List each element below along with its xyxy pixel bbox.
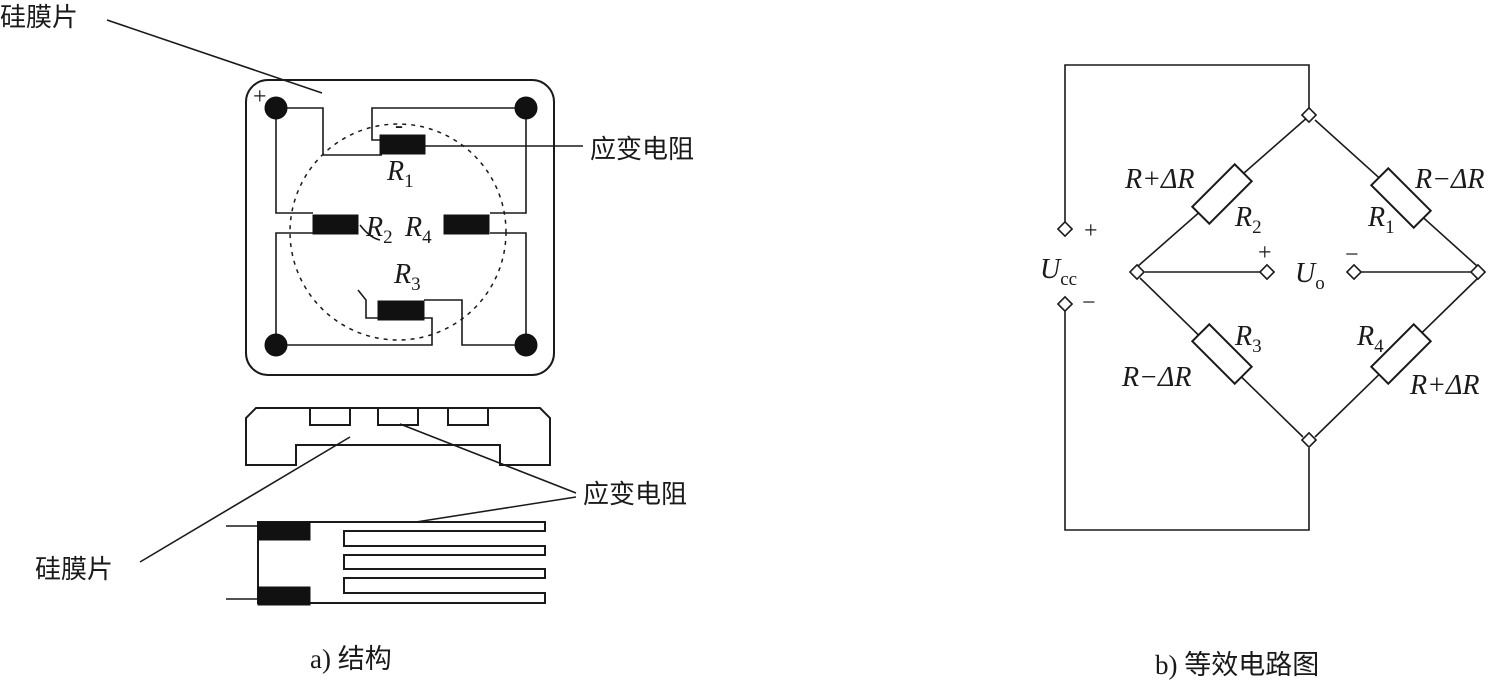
resistor-r4 — [1369, 322, 1433, 386]
pad-top-right — [514, 96, 538, 120]
output-minus-sign: − — [1345, 242, 1359, 268]
section-gauge-1 — [309, 407, 351, 426]
gauge-tab-bottom — [257, 586, 311, 606]
arm-label-top-left: R+ΔR — [1124, 164, 1195, 195]
leader-silicon-top — [106, 19, 323, 94]
trace-r2-top — [275, 108, 313, 214]
label-r4: R4 — [404, 212, 432, 248]
gauge-r4 — [443, 214, 490, 235]
pad-bottom-right — [514, 333, 538, 357]
supply-minus-sign: − — [1082, 290, 1096, 316]
bridge-circuit: R+ΔR R−ΔR R−ΔR R+ΔR R2 R1 R3 R4 + − Ucc … — [1040, 64, 1487, 531]
terminal-output-plus — [1258, 263, 1276, 281]
output-plus-sign: + — [1258, 240, 1272, 266]
diaphragm-cross-section — [245, 407, 551, 466]
wire-supply-bottom — [1064, 311, 1310, 531]
arm-label-bottom-left: R−ΔR — [1121, 362, 1192, 393]
section-gauge-2 — [377, 407, 419, 426]
resistor-r1 — [1369, 166, 1433, 230]
minus-mark: - — [395, 113, 403, 139]
label-r3: R3 — [393, 259, 421, 295]
caption-circuit: b) 等效电路图 — [1155, 650, 1319, 680]
node-top — [1300, 106, 1318, 124]
arm-label-top-right: R−ΔR — [1414, 164, 1485, 195]
section-body — [245, 407, 551, 466]
section-gauge-3 — [447, 407, 489, 426]
label-silicon-bottom: 硅膜片 — [35, 555, 113, 585]
label-silicon-top: 硅膜片 — [0, 3, 78, 33]
diaphragm-outline — [245, 79, 555, 376]
trace-r3-tail — [357, 289, 378, 319]
terminal-output-minus — [1345, 263, 1363, 281]
silicon-diaphragm-top-view: + - R1 R2 R4 R3 — [245, 79, 555, 376]
label-r2: R2 — [365, 212, 393, 248]
arm-label-bottom-right: R+ΔR — [1409, 370, 1480, 401]
wire-supply-top — [1064, 64, 1310, 222]
trace-r3-right — [424, 299, 526, 346]
label-circuit-r4: R4 — [1356, 321, 1384, 357]
trace-r4-top — [490, 108, 527, 214]
resistor-r3 — [1190, 322, 1254, 386]
pad-bottom-left — [264, 333, 288, 357]
leader-silicon-bottom — [139, 436, 351, 563]
gauge-r3 — [377, 300, 425, 321]
supply-plus-sign: + — [1084, 218, 1098, 244]
trace-r3-left — [276, 317, 433, 346]
gauge-r2 — [312, 214, 359, 235]
label-circuit-r2: R2 — [1234, 202, 1262, 238]
caption-structure: a) 结构 — [310, 644, 392, 674]
gauge-r1 — [379, 134, 426, 155]
pad-top-left — [264, 96, 288, 120]
node-bottom — [1300, 431, 1318, 449]
terminal-supply-minus — [1056, 295, 1074, 313]
label-strain-resistor-top: 应变电阻 — [590, 135, 694, 165]
label-strain-resistor-bottom: 应变电阻 — [583, 480, 687, 510]
planar-strain-gauge — [226, 521, 546, 606]
trace-r2-bottom — [275, 232, 313, 345]
supply-label: Ucc — [1040, 254, 1077, 290]
trace-r2-tail — [359, 224, 381, 241]
terminal-supply-plus — [1056, 220, 1074, 238]
label-circuit-r3: R3 — [1234, 321, 1262, 357]
node-right — [1469, 263, 1487, 281]
trace-r1-left — [276, 107, 382, 156]
plus-mark: + — [253, 84, 267, 110]
label-r1: R1 — [386, 156, 414, 192]
gauge-tab-top — [257, 521, 311, 541]
diaphragm-circle — [289, 123, 507, 341]
label-circuit-r1: R1 — [1367, 202, 1395, 238]
leader-strain-resistor-b — [415, 496, 577, 523]
leader-strain-resistor-a — [399, 423, 577, 494]
gauge-grid — [257, 521, 546, 604]
trace-r4-bottom — [490, 232, 527, 345]
node-left — [1128, 263, 1146, 281]
resistor-r2 — [1190, 162, 1254, 226]
output-label: Uo — [1295, 258, 1325, 294]
